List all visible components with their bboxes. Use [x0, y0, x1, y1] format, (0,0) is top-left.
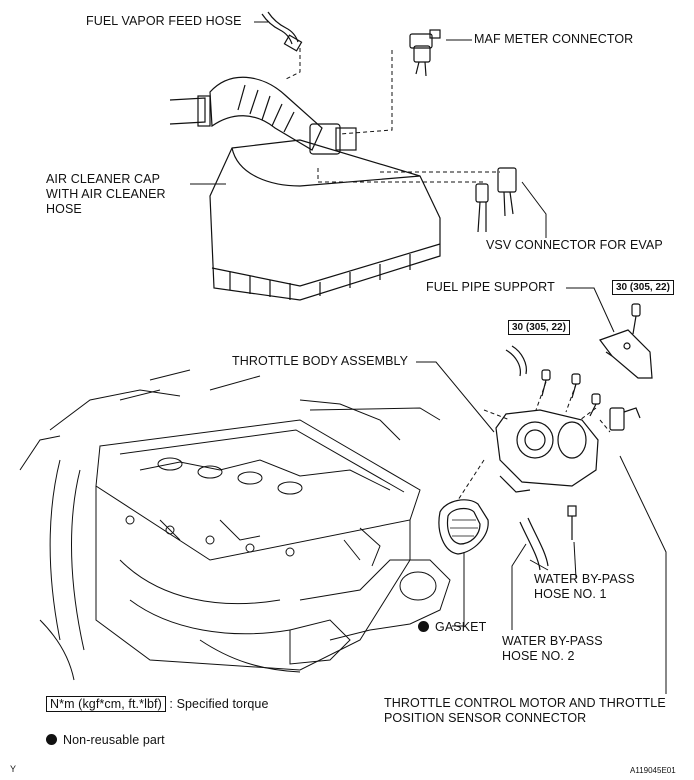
label-water-bypass-hose-2: WATER BY-PASS HOSE NO. 2 — [502, 634, 603, 663]
gasket-drawing — [438, 499, 489, 555]
legend-dot-icon — [46, 734, 57, 745]
fuel-pipe-support-drawing — [599, 303, 653, 379]
legend-torque: N*m (kgf*cm, ft.*lbf) : Specified torque — [46, 696, 269, 712]
label-vsv-connector: VSV CONNECTOR FOR EVAP — [486, 238, 663, 252]
legend-torque-desc: : Specified torque — [169, 697, 269, 711]
air-cleaner-cap-drawing — [209, 139, 441, 301]
leader-lines — [190, 21, 667, 694]
label-gasket: GASKET — [418, 620, 486, 635]
legend-nonreusable-text: Non-reusable part — [63, 733, 165, 747]
label-water-bypass-hose-1: WATER BY-PASS HOSE NO. 1 — [534, 572, 635, 601]
label-throttle-body-assembly: THROTTLE BODY ASSEMBLY — [232, 354, 409, 368]
throttle-body-drawing — [495, 407, 641, 571]
throttle-bolts-drawing — [505, 345, 601, 417]
label-fuel-pipe-support: FUEL PIPE SUPPORT — [426, 280, 555, 294]
label-fuel-vapor-feed-hose: FUEL VAPOR FEED HOSE — [86, 14, 242, 28]
torque-box-throttle-bolt: 30 (305, 22) — [508, 320, 570, 335]
maf-connector-drawing — [409, 29, 441, 77]
legend-nonreusable: Non-reusable part — [46, 733, 165, 748]
engine-drawing — [19, 369, 451, 681]
figure-code: A119045E01 — [630, 766, 676, 775]
label-air-cleaner-cap: AIR CLEANER CAP WITH AIR CLEANER HOSE — [46, 172, 166, 216]
air-cleaner-hose-drawing — [169, 76, 357, 155]
nonreusable-dot-icon — [418, 621, 429, 632]
corner-mark: Y — [10, 764, 17, 774]
vsv-connector-drawing — [475, 167, 517, 233]
label-throttle-control-motor-connector: THROTTLE CONTROL MOTOR AND THROTTLE POSI… — [384, 696, 666, 725]
legend-torque-unit: N*m (kgf*cm, ft.*lbf) — [46, 696, 166, 712]
torque-box-support-bolt: 30 (305, 22) — [612, 280, 674, 295]
gasket-text: GASKET — [435, 620, 487, 634]
label-maf-meter-connector: MAF METER CONNECTOR — [474, 32, 634, 46]
fuel-vapor-feed-hose-drawing — [261, 11, 303, 52]
